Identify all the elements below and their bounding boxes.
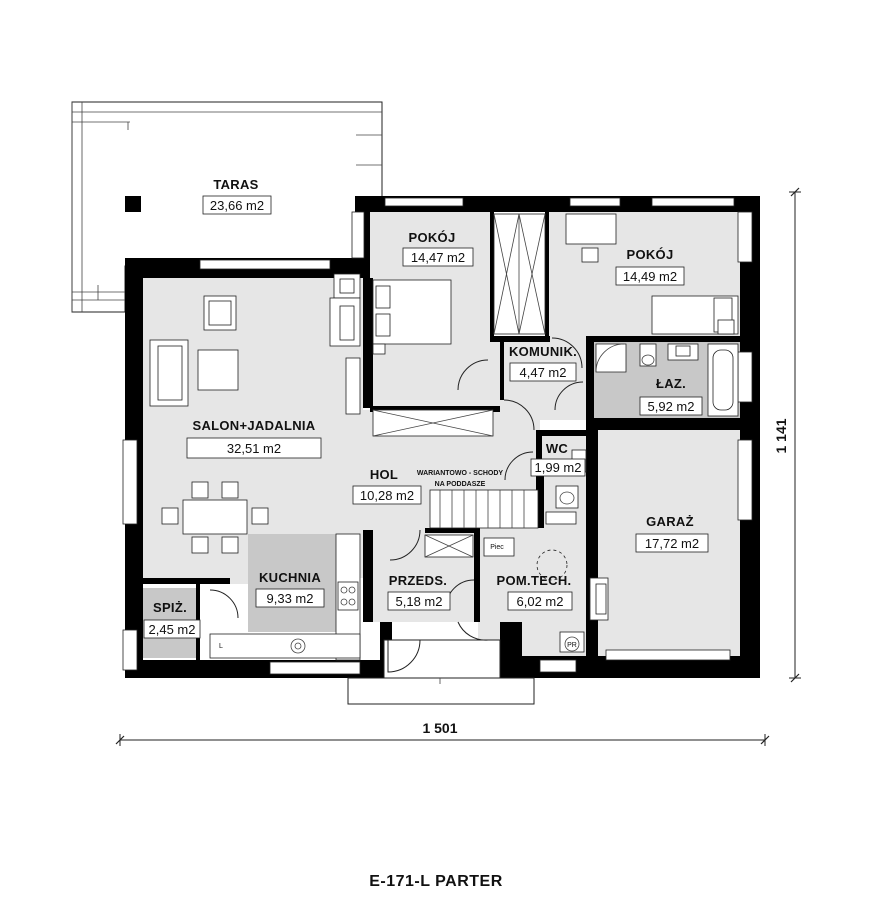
room-name-salon: SALON+JADALNIA [192, 418, 315, 433]
room-area-wc: 1,99 m2 [535, 460, 582, 475]
stairs-note-line-2: NA PODDASZE [435, 481, 486, 488]
room-name-pomtech: POM.TECH. [497, 573, 572, 588]
room-area-komunik: 4,47 m2 [520, 365, 567, 380]
room-name-hol: HOL [370, 467, 398, 482]
room-area-pokoj-2: 14,49 m2 [623, 269, 677, 284]
room-area-przeds: 5,18 m2 [396, 594, 443, 609]
column-icon [125, 196, 141, 212]
dimension-width: 1 501 [115, 720, 770, 746]
height-dimension-label: 1 141 [773, 418, 789, 453]
room-name-przeds: PRZEDS. [389, 573, 447, 588]
room-name-wc: WC [546, 441, 569, 456]
room-area-hol: 10,28 m2 [360, 488, 414, 503]
room-name-taras: TARAS [213, 177, 258, 192]
room-name-kuchnia: KUCHNIA [259, 570, 321, 585]
room-area-taras: 23,66 m2 [210, 198, 264, 213]
room-name-pokoj-2: POKÓJ [626, 247, 673, 262]
room-area-salon: 32,51 m2 [227, 441, 281, 456]
l-label: L [219, 643, 223, 650]
room-area-pomtech: 6,02 m2 [517, 594, 564, 609]
plan-title: E-171-L PARTER [369, 873, 503, 890]
stairs [429, 489, 539, 529]
room-area-pokoj-1: 14,47 m2 [411, 250, 465, 265]
stairs-note-line-1: WARIANTOWO - SCHODY [417, 470, 504, 477]
room-name-pokoj-1: POKÓJ [408, 230, 455, 245]
room-labels: TARAS 23,66 m2 POKÓJ 14,47 m2 POKÓJ 14,4… [143, 177, 709, 650]
room-area-spiz: 2,45 m2 [149, 622, 196, 637]
windows [122, 197, 753, 675]
dimension-height: 1 141 [773, 187, 801, 683]
pr-label: PR [567, 642, 577, 649]
room-name-spiz: SPIŻ. [153, 600, 187, 615]
room-area-laz: 5,92 m2 [648, 399, 695, 414]
room-area-garaz: 17,72 m2 [645, 536, 699, 551]
furniture [149, 213, 739, 661]
room-name-garaz: GARAŻ [646, 514, 694, 529]
room-name-komunik: KOMUNIK. [509, 344, 577, 359]
piec-label: Piec [490, 544, 504, 551]
room-area-kuchnia: 9,33 m2 [267, 591, 314, 606]
room-name-laz: ŁAZ. [656, 376, 686, 391]
entrance [209, 337, 584, 705]
width-dimension-label: 1 501 [422, 720, 457, 736]
